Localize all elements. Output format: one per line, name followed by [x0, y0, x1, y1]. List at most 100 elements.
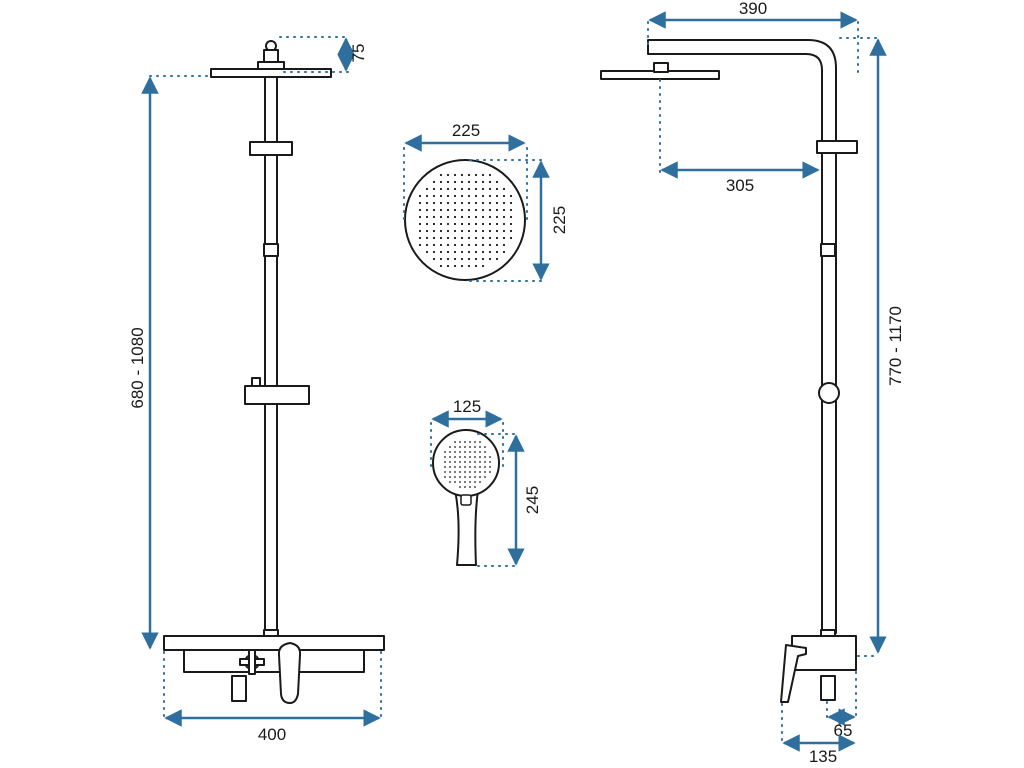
- front-dim-height: 680 - 1080: [128, 75, 211, 650]
- nozzle-dot-icon: [446, 257, 450, 261]
- nozzle-dot-icon: [453, 264, 457, 268]
- nozzle-dot-icon: [432, 222, 436, 226]
- nozzle-dot-icon: [488, 187, 492, 191]
- nozzle-dot-icon: [495, 257, 499, 261]
- nozzle-dot-icon: [459, 466, 461, 468]
- nozzle-dot-icon: [454, 451, 456, 453]
- nozzle-dot-icon: [464, 446, 466, 448]
- nozzle-dot-icon: [474, 215, 478, 219]
- dim-label-770-1170: 770 - 1170: [886, 306, 905, 386]
- nozzle-dot-icon: [467, 180, 471, 184]
- nozzle-dot-icon: [459, 441, 461, 443]
- hand-shower-detail: 125 245: [430, 397, 542, 567]
- nozzle-dot-icon: [502, 250, 506, 254]
- nozzle-dot-icon: [484, 466, 486, 468]
- nozzle-dot-icon: [467, 257, 471, 261]
- nozzle-dot-icon: [479, 441, 481, 443]
- nozzle-dot-icon: [484, 476, 486, 478]
- nozzle-dot-icon: [446, 236, 450, 240]
- nozzle-dot-icon: [432, 229, 436, 233]
- nozzle-dot-icon: [474, 471, 476, 473]
- nozzle-dot-icon: [439, 215, 443, 219]
- nozzle-dot-icon: [481, 243, 485, 247]
- nozzle-dot-icon: [474, 264, 478, 268]
- nozzle-dot-icon: [432, 194, 436, 198]
- nozzle-dot-icon: [467, 243, 471, 247]
- nozzle-dot-icon: [495, 250, 499, 254]
- nozzle-dot-icon: [439, 243, 443, 247]
- nozzle-dot-icon: [479, 461, 481, 463]
- nozzle-dot-icon: [453, 215, 457, 219]
- nozzle-dot-icon: [481, 208, 485, 212]
- front-hand-holder: [244, 377, 310, 405]
- nozzle-dot-icon: [432, 201, 436, 205]
- nozzle-dot-icon: [459, 461, 461, 463]
- nozzle-dot-icon: [474, 208, 478, 212]
- nozzle-dot-icon: [446, 243, 450, 247]
- nozzle-dot-icon: [502, 208, 506, 212]
- nozzle-dot-icon: [439, 222, 443, 226]
- nozzle-dot-icon: [460, 229, 464, 233]
- nozzle-dot-icon: [474, 476, 476, 478]
- nozzle-dot-icon: [446, 208, 450, 212]
- nozzle-dot-icon: [439, 201, 443, 205]
- side-arm-and-bar: [647, 39, 837, 634]
- nozzle-dot-icon: [454, 441, 456, 443]
- nozzle-dot-icon: [425, 208, 429, 212]
- nozzle-dot-icon: [469, 481, 471, 483]
- nozzle-dot-icon: [488, 208, 492, 212]
- nozzle-dot-icon: [502, 201, 506, 205]
- nozzle-dot-icon: [479, 456, 481, 458]
- dim-label-245: 245: [523, 486, 542, 514]
- nozzle-dot-icon: [474, 222, 478, 226]
- nozzle-dot-icon: [444, 451, 446, 453]
- nozzle-dot-icon: [509, 236, 513, 240]
- nozzle-dot-icon: [489, 461, 491, 463]
- side-view: [600, 39, 858, 703]
- nozzle-dot-icon: [467, 222, 471, 226]
- nozzle-dot-icon: [479, 481, 481, 483]
- side-dim-390: 390: [647, 0, 859, 79]
- nozzle-dot-icon: [488, 236, 492, 240]
- nozzle-dot-icon: [495, 243, 499, 247]
- nozzle-dot-icon: [418, 194, 422, 198]
- nozzle-dot-icon: [495, 208, 499, 212]
- front-view: [163, 40, 385, 704]
- side-hand-holder: [818, 382, 840, 404]
- nozzle-dot-icon: [479, 476, 481, 478]
- nozzle-dot-icon: [474, 229, 478, 233]
- nozzle-dot-icon: [467, 201, 471, 205]
- nozzle-dot-icon: [459, 451, 461, 453]
- front-dim-75: 75: [279, 36, 368, 73]
- nozzle-dot-icon: [449, 471, 451, 473]
- nozzle-dot-icon: [446, 215, 450, 219]
- nozzle-dot-icon: [467, 194, 471, 198]
- nozzle-dot-icon: [474, 481, 476, 483]
- nozzle-dot-icon: [474, 187, 478, 191]
- nozzle-dot-icon: [444, 476, 446, 478]
- nozzle-dot-icon: [464, 471, 466, 473]
- side-spout: [820, 675, 836, 701]
- nozzle-dot-icon: [464, 486, 466, 488]
- nozzle-dot-icon: [432, 187, 436, 191]
- nozzle-dot-icon: [449, 456, 451, 458]
- nozzle-dot-icon: [502, 187, 506, 191]
- nozzle-dot-icon: [449, 466, 451, 468]
- nozzle-dot-icon: [495, 222, 499, 226]
- nozzle-dot-icon: [454, 471, 456, 473]
- nozzle-dot-icon: [446, 173, 450, 177]
- nozzle-dot-icon: [418, 229, 422, 233]
- nozzle-dot-icon: [474, 456, 476, 458]
- nozzle-dot-icon: [460, 201, 464, 205]
- nozzle-dot-icon: [484, 446, 486, 448]
- dim-label-305: 305: [726, 176, 754, 195]
- front-joint: [263, 243, 279, 257]
- nozzle-dot-icon: [502, 243, 506, 247]
- nozzle-dot-icon: [469, 446, 471, 448]
- nozzle-dot-icon: [502, 229, 506, 233]
- nozzle-dot-icon: [481, 173, 485, 177]
- nozzle-dot-icon: [484, 471, 486, 473]
- nozzle-dot-icon: [467, 173, 471, 177]
- nozzle-dot-icon: [469, 486, 471, 488]
